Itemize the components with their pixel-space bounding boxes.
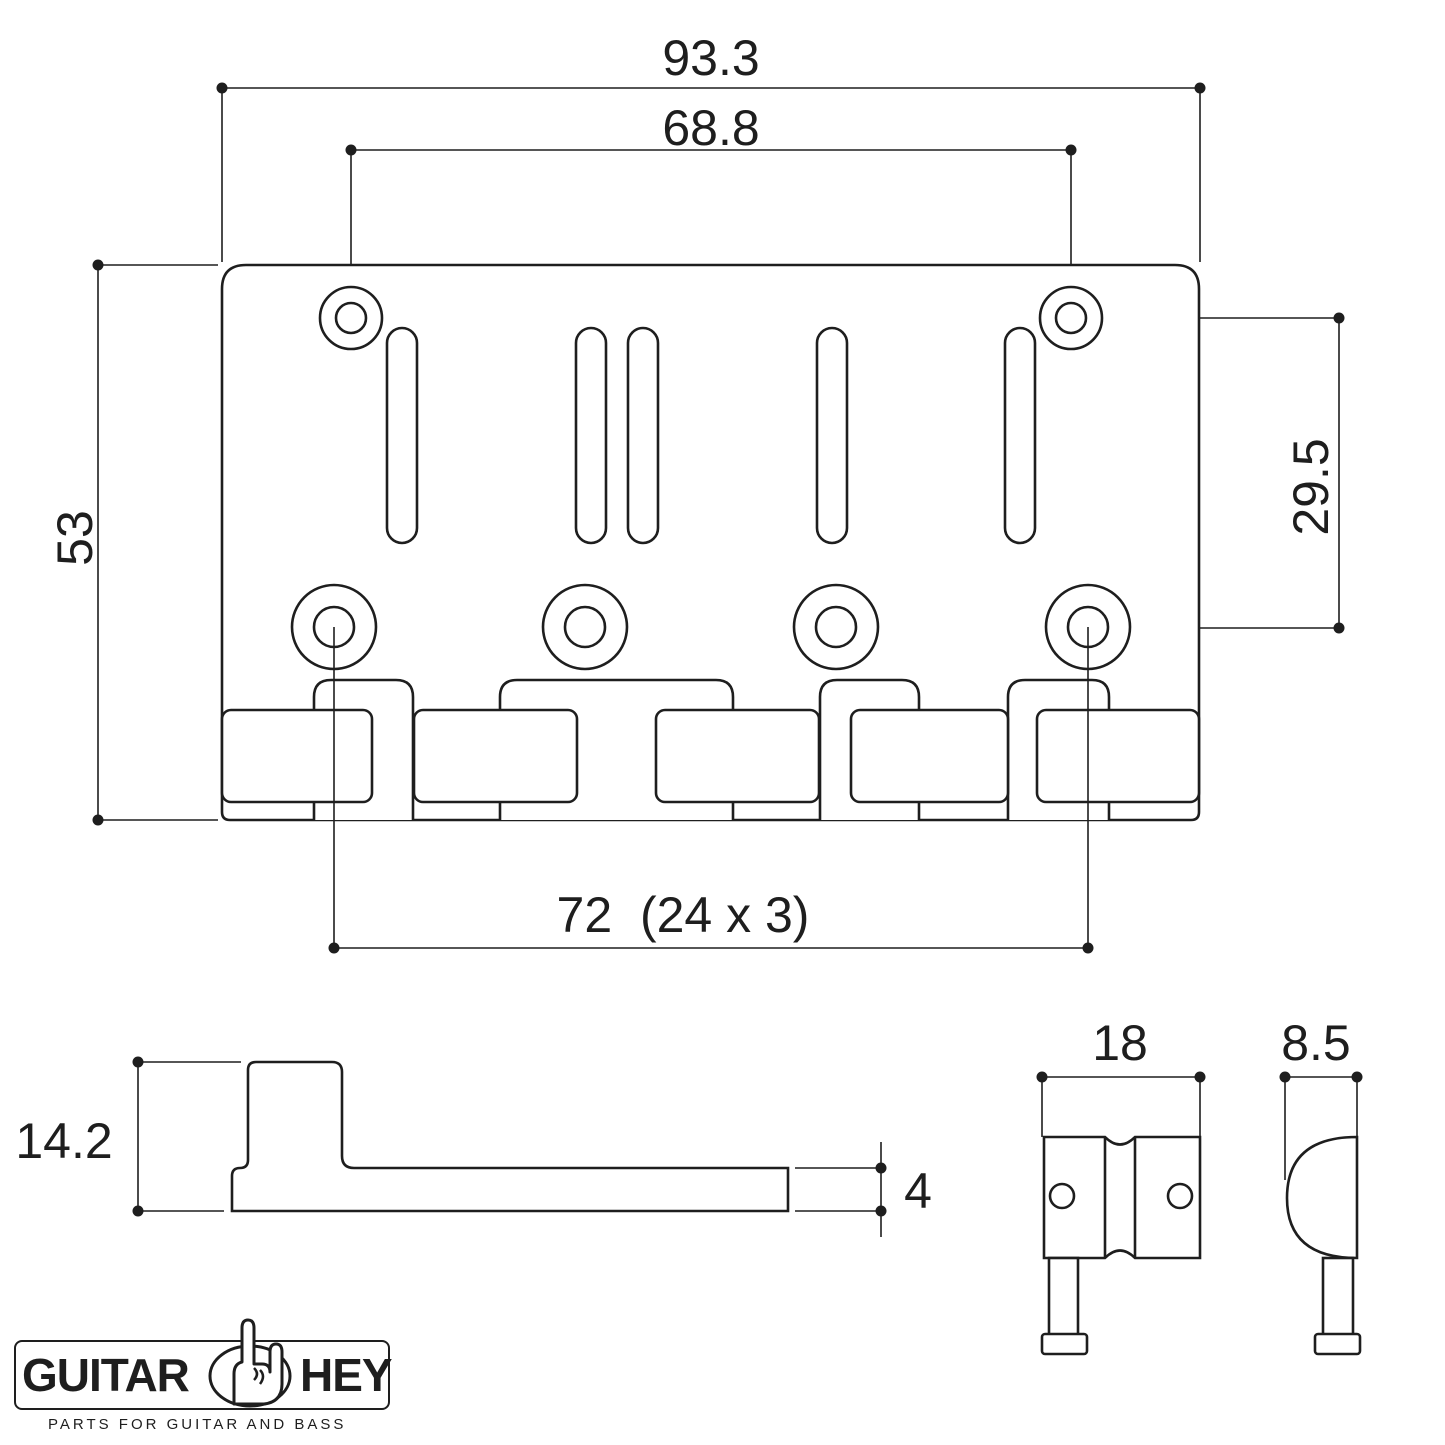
logo-right-word: HEY [300, 1349, 393, 1401]
dim-label-overall-width: 93.3 [662, 30, 759, 86]
dim-label-saddle-depth: 8.5 [1281, 1015, 1351, 1071]
rock-hand-icon [208, 1318, 292, 1408]
mount-hole-left [318, 285, 384, 351]
dimension-saddle-depth: 8.5 [1279, 1015, 1363, 1180]
dim-label-plate-thickness: 4 [904, 1163, 932, 1219]
dimension-saddle-width: 18 [1036, 1015, 1206, 1137]
dimension-side-height: 14.2 [15, 1056, 241, 1217]
dim-label-string-spacing: 72 (24 x 3) [557, 887, 810, 943]
dim-label-saddle-width: 18 [1092, 1015, 1148, 1071]
saddle-side-view [1285, 1135, 1362, 1356]
side-view-profile [230, 1060, 790, 1213]
dimension-overall-width: 93.3 [216, 30, 1206, 262]
logo-left-word: GUITAR [22, 1349, 190, 1401]
bridge-baseplate [220, 263, 1201, 822]
dim-label-mount-hole-spacing: 68.8 [662, 100, 759, 156]
logo-frame [14, 1340, 390, 1410]
saddles [220, 708, 1201, 804]
mount-hole-right [1038, 285, 1104, 351]
dimension-string-spacing: 72 (24 x 3) [328, 627, 1094, 954]
dim-label-side-height: 14.2 [15, 1113, 112, 1169]
dimension-overall-depth: 53 [47, 259, 218, 826]
guitarhey-logo: GUITAR HEY PARTS FOR GUITAR AND BASS [14, 1318, 394, 1433]
intonation-slots [385, 326, 1037, 545]
logo-tagline: PARTS FOR GUITAR AND BASS [48, 1416, 347, 1433]
dim-label-hole-row-spacing: 29.5 [1283, 438, 1339, 535]
dimension-plate-thickness: 4 [795, 1142, 932, 1237]
saddle-front-view [1040, 1135, 1202, 1356]
dim-label-overall-depth: 53 [47, 510, 103, 566]
